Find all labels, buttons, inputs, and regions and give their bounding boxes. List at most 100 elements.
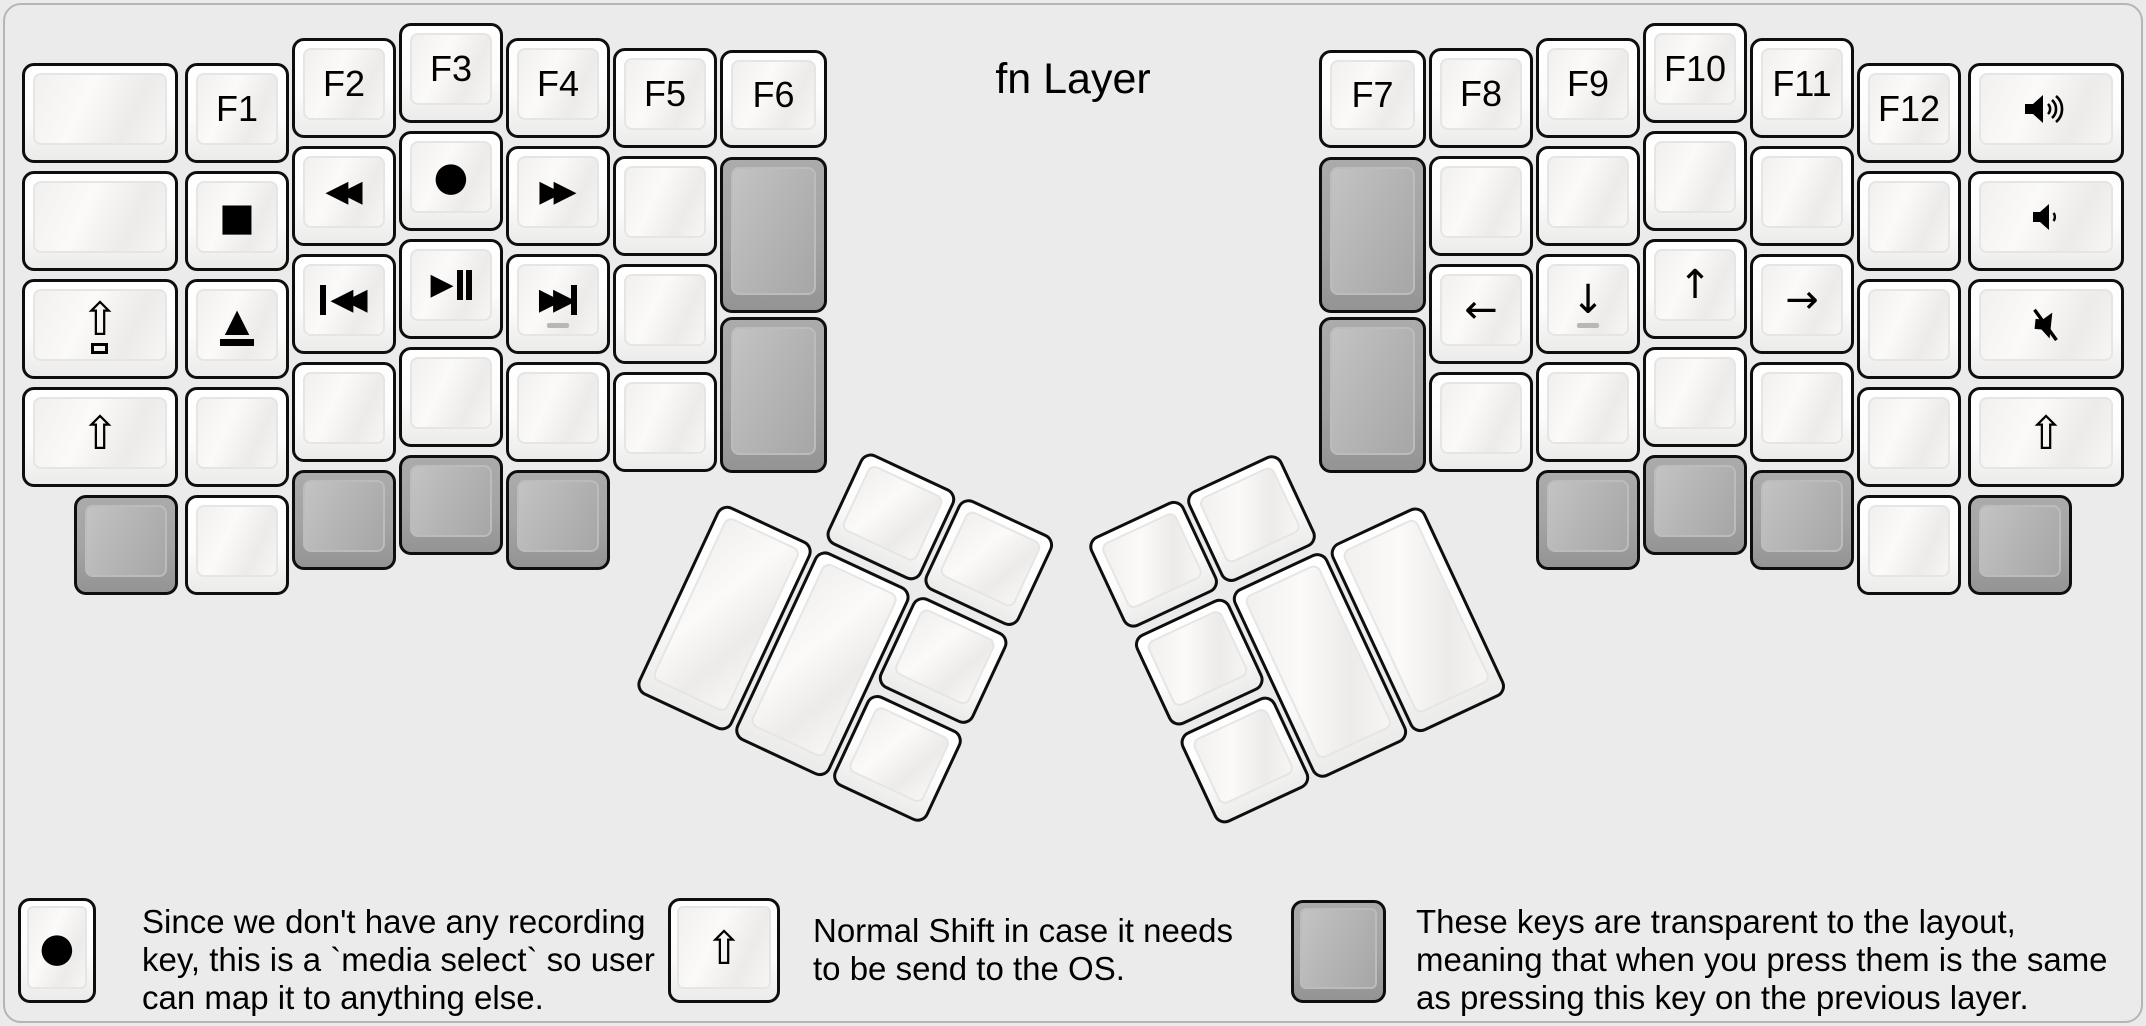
key-volume-down[interactable] [1968,171,2124,271]
key-f11[interactable]: F11 [1750,38,1854,138]
key-blank[interactable] [1857,279,1961,379]
key-label: F4 [536,63,579,104]
key-transparent[interactable] [74,495,178,595]
key-blank[interactable] [22,63,178,163]
keycap-top: F7 [1330,60,1415,130]
key-transparent[interactable] [1319,317,1426,473]
key-arrow-up[interactable]: ↑ [1643,239,1747,339]
key-f7[interactable]: F7 [1319,50,1426,148]
key-blank[interactable] [185,495,289,595]
key-blank[interactable] [1857,495,1961,595]
key-label: F2 [322,63,365,104]
key-transparent[interactable] [506,470,610,570]
keycap-top: F11 [1761,48,1843,120]
key-transparent[interactable] [1750,470,1854,570]
key-play-pause[interactable]: ▶ [399,239,503,339]
key-transparent [1291,900,1386,1003]
key-shift[interactable]: ⇧ [22,387,178,487]
key-label: F8 [1459,73,1502,114]
key-eject[interactable]: ▲ [185,279,289,379]
key-mute[interactable] [1968,279,2124,379]
key-blank[interactable] [185,387,289,487]
key-fast-forward[interactable]: ▶▶ [506,146,610,246]
key-blank[interactable] [1536,146,1640,246]
key-transparent[interactable] [720,157,827,313]
key-prev-track[interactable]: ◀◀ [292,254,396,354]
keycap-top [1761,480,1843,552]
key-shift-bar[interactable]: ⇧ [22,279,178,379]
legend-line: These keys are transparent to the layout… [1416,903,2016,940]
key-transparent[interactable] [1536,470,1640,570]
keycap-top: F10 [1654,33,1736,105]
key-next-track[interactable]: ▶▶ [506,254,610,354]
keycap-top [846,704,952,805]
keycap-top: ⇧ [33,397,167,469]
keycap-top: ▶ [410,249,492,321]
key-transparent[interactable] [720,317,827,473]
keycap-top [1099,510,1205,611]
key-stop[interactable]: ■ [185,171,289,271]
key-blank[interactable] [613,156,717,256]
keycap-top [1330,327,1415,455]
key-blank[interactable] [1643,347,1747,447]
key-f2[interactable]: F2 [292,38,396,138]
key-label: F10 [1663,48,1727,89]
keycap-top [1190,706,1296,807]
keycap-top [1868,397,1950,469]
key-blank[interactable] [1429,156,1533,256]
key-label: F7 [1351,74,1394,115]
key-blank[interactable] [1750,146,1854,246]
legend-text-record: Since we don't have any recording key, t… [142,903,655,1017]
key-blank[interactable] [1857,387,1961,487]
key-transparent[interactable] [1968,495,2072,595]
key-f9[interactable]: F9 [1536,38,1640,138]
key-blank[interactable] [1750,362,1854,462]
key-record[interactable]: ● [399,131,503,231]
key-f3[interactable]: F3 [399,23,503,123]
key-blank[interactable] [22,171,178,271]
key-label: F6 [752,74,795,115]
key-shift: ⇧ [668,898,780,1003]
key-volume-up[interactable] [1968,63,2124,163]
keycap-top: ↓ [1547,264,1629,336]
key-label: F5 [643,73,686,114]
key-rewind[interactable]: ◀◀ [292,146,396,246]
keycap-top [196,505,278,577]
key-label: F1 [215,88,258,129]
key-blank[interactable] [399,347,503,447]
key-transparent[interactable] [292,470,396,570]
key-blank[interactable] [506,362,610,462]
key-f4[interactable]: F4 [506,38,610,138]
key-blank[interactable] [613,264,717,364]
key-transparent[interactable] [1319,157,1426,313]
key-blank[interactable] [1429,372,1533,472]
keycap-top: ■ [196,181,278,253]
keycap-top [196,397,278,469]
keycap-top: ⇧ [677,906,771,989]
key-transparent[interactable] [399,455,503,555]
key-blank[interactable] [613,372,717,472]
key-transparent[interactable] [1643,455,1747,555]
keycap-top: F12 [1868,73,1950,145]
key-blank[interactable] [1643,131,1747,231]
key-f6[interactable]: F6 [720,50,827,148]
key-label: F12 [1877,88,1941,129]
key-f5[interactable]: F5 [613,48,717,148]
key-shift[interactable]: ⇧ [1968,387,2124,487]
keycap-top [1440,382,1522,454]
key-blank[interactable] [1536,362,1640,462]
keycap-top [1761,372,1843,444]
keycap-top [1197,465,1303,565]
key-f12[interactable]: F12 [1857,63,1961,163]
keycap-top [624,274,706,346]
key-blank[interactable] [1857,171,1961,271]
key-blank[interactable] [292,362,396,462]
key-arrow-down[interactable]: ↓ [1536,254,1640,354]
key-f8[interactable]: F8 [1429,48,1533,148]
keycap-top [1654,141,1736,213]
keycap-top: ● [410,141,492,213]
key-arrow-left[interactable]: ← [1429,264,1533,364]
key-arrow-right[interactable]: → [1750,254,1854,354]
key-f10[interactable]: F10 [1643,23,1747,123]
key-f1[interactable]: F1 [185,63,289,163]
